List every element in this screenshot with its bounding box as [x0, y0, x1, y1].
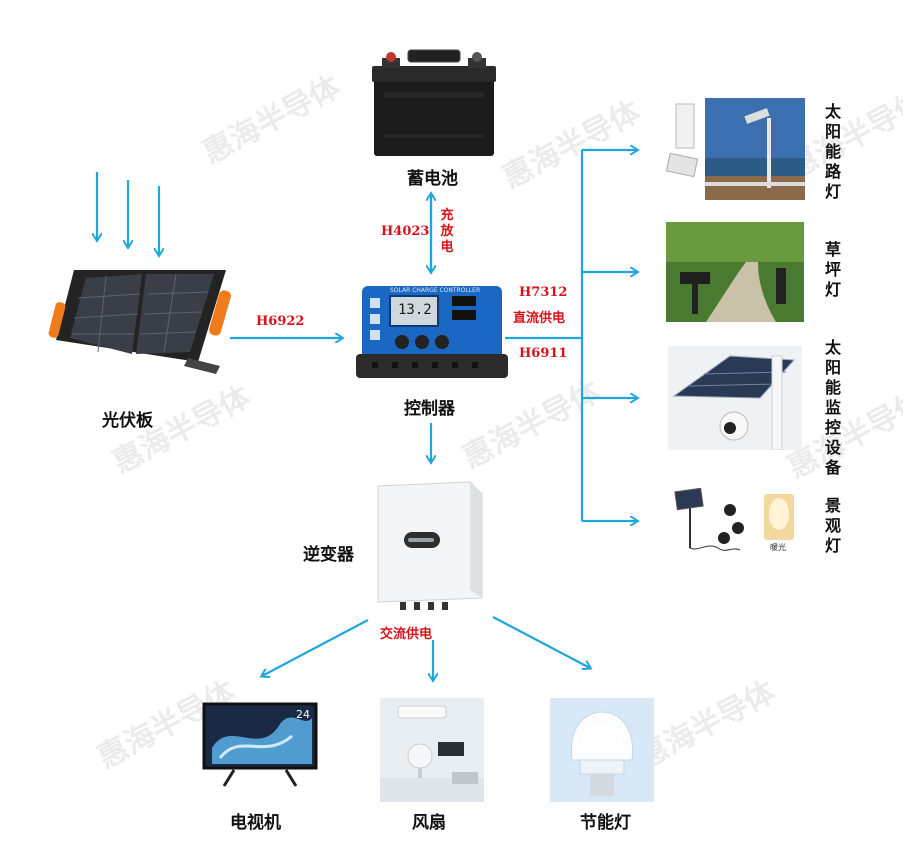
street-light-image — [705, 98, 805, 200]
tv-label: 电视机 — [230, 813, 281, 833]
tv-badge: 24 — [296, 708, 310, 721]
inverter-label: 逆变器 — [303, 545, 354, 565]
street-light-module-image — [665, 103, 699, 178]
lamp-caption: 暖光 — [770, 543, 786, 552]
ac-to-tv-arrow — [262, 619, 369, 676]
battery-code: H4023 — [381, 224, 430, 239]
fan-image — [380, 698, 484, 802]
landscape-light-label: 景观灯 — [824, 496, 841, 555]
battery-image — [372, 49, 496, 156]
bulb-image — [550, 698, 654, 802]
inverter-image — [377, 481, 483, 610]
dc-label: 直流供电 — [513, 311, 566, 326]
landscape-light-image: 暖光 — [668, 487, 800, 564]
tv-image: 24 — [200, 698, 320, 790]
dc-code-bottom: H6911 — [519, 346, 568, 361]
lawn-light-label: 草坪灯 — [824, 240, 841, 299]
ac-to-bulb-arrow — [492, 616, 590, 668]
controller-image: SOLAR CHARGE CONTROLLER 13.2 — [356, 284, 508, 380]
battery-io-label: 充放电 — [440, 208, 454, 255]
pv-code: H6922 — [256, 314, 305, 329]
controller-label: 控制器 — [404, 399, 455, 419]
bulb-label: 节能灯 — [580, 813, 631, 833]
fan-label: 风扇 — [412, 813, 446, 833]
dc-code-top: H7312 — [519, 285, 568, 300]
battery-label: 蓄电池 — [407, 169, 458, 189]
monitor-label: 太阳能监控设备 — [824, 338, 841, 477]
controller-panel-text: SOLAR CHARGE CONTROLLER — [390, 287, 481, 294]
pv-panel-label: 光伏板 — [102, 411, 153, 431]
solar-monitor-image — [668, 346, 802, 450]
solar-panel-image — [48, 270, 231, 374]
street-light-label: 太阳能路灯 — [824, 102, 841, 201]
ac-label: 交流供电 — [380, 627, 433, 642]
lawn-light-image — [666, 222, 804, 322]
controller-display: 13.2 — [398, 302, 432, 318]
